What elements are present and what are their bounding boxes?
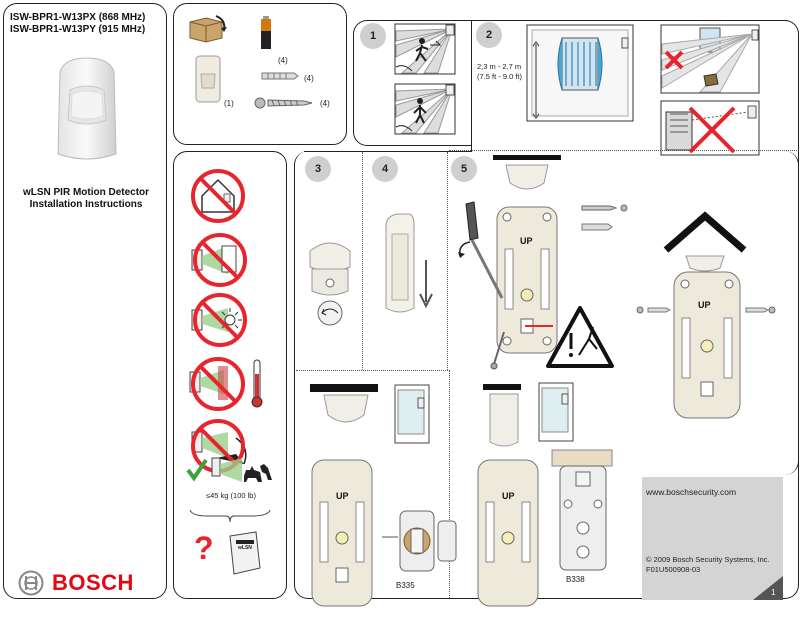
b335-bracket [382,510,457,572]
screw-qty: (4) [320,99,330,108]
b338-bracket [551,449,613,571]
divider-horizontal [296,370,450,371]
ceiling-roof-diagram [663,211,747,272]
base-up-label-b335: UP [336,491,349,501]
pet-weight-label: ≤45 kg (100 lb) [206,491,256,500]
step-3-badge: 3 [305,156,331,182]
product-title: wLSN PIR Motion Detector [22,187,150,198]
base-plate-step5 [496,206,558,354]
info-box [642,477,783,600]
ceiling-bar-b338 [483,384,521,390]
step-5-badge: 5 [451,156,477,182]
base-up-label-ceiling: UP [698,300,711,310]
ceiling-mount-small [505,164,549,190]
website-link[interactable]: www.boschsecurity.com [646,487,737,497]
page-number: 1 [771,588,776,597]
bracket-b335-label: B335 [396,581,415,590]
avoid-panel: ≤45 kg (100 lb) ? wLSN [173,151,287,599]
frame-top-left [304,151,472,152]
divider-4-5 [447,152,448,370]
b338-ceiling-mount [489,393,519,447]
remove-base-diagram [385,213,433,313]
warning-arrow [525,325,553,327]
ceiling-bar-b335 [310,384,378,392]
b335-ceiling-mount [323,394,369,423]
manual-book-icon [229,531,261,575]
wall-anchor-icon [261,72,299,80]
copyright-text: © 2009 Bosch Security Systems, Inc. [646,555,770,564]
box-icon [189,15,227,43]
open-cover-diagram [309,242,351,326]
step1-panel: 1 [353,20,471,146]
divider-3-4 [362,152,363,370]
screw-anchor-group-5 [581,204,628,231]
battery-qty: (4) [278,56,288,65]
question-mark-icon: ? [194,530,214,566]
product-subtitle: Installation Instructions [29,199,143,210]
battery-icon [261,16,271,49]
b335-base-plate [311,459,373,607]
divider-step5-right [449,150,799,151]
base-plate-ceiling [673,271,741,419]
height-room-diagram [526,24,634,122]
frame-step2-top [471,20,787,21]
step-4-badge: 4 [372,156,398,182]
detector-product-image [57,57,117,160]
screw-bottom-5 [490,331,505,370]
no-outdoor-icon [191,169,245,223]
detector-qty: (1) [224,99,234,108]
b335-wall-diagram [394,384,430,444]
brace-icon [189,509,271,523]
walk-toward-diagram [394,83,456,135]
no-sunlight-icon [191,293,247,347]
bosch-logo-icon [18,570,44,596]
model-line-2: ISW-BPR1-W13PY (915 MHz) [10,24,146,35]
bracket-b338-label: B338 [566,575,585,584]
step-2-badge: 2 [476,22,502,48]
height-metric: 2,3 m - 2,7 m [477,62,522,71]
walk-across-diagram [394,23,456,75]
model-line-1: ISW-BPR1-W13PX (868 MHz) [10,12,146,23]
warning-triangle-icon [546,306,614,368]
manual-book-label: wLSN [238,545,252,551]
pet-ok-icon [186,457,272,482]
divider-brackets [449,370,450,598]
base-up-label-5: UP [520,236,533,246]
side-screws-ceiling [636,306,776,314]
no-obstruction-diagram [660,24,760,94]
b338-wall-diagram [538,382,574,442]
height-imperial: (7.5 ft - 9.0 ft) [477,72,523,81]
step-1-badge: 1 [360,23,386,49]
no-furniture-block-diagram [660,100,760,156]
detector-small-image [195,55,221,103]
no-heat-source-icon [189,357,263,411]
parts-panel: (1) (4) (4) (4) [173,3,347,145]
brand-wordmark: BOSCH [52,570,134,595]
ceiling-bar-5 [493,155,561,160]
doc-number: F01U500908-03 [646,565,701,574]
cover-panel: ISW-BPR1-W13PX (868 MHz) ISW-BPR1-W13PY … [3,3,167,599]
anchor-qty: (4) [304,74,314,83]
base-up-label-b338: UP [502,491,515,501]
frame-step2-left [471,20,472,152]
page-corner-fold [753,576,783,600]
screwdriver-icon [458,201,504,299]
b338-base-plate [477,459,539,607]
screw-icon [254,97,313,109]
no-window-icon [191,233,247,287]
